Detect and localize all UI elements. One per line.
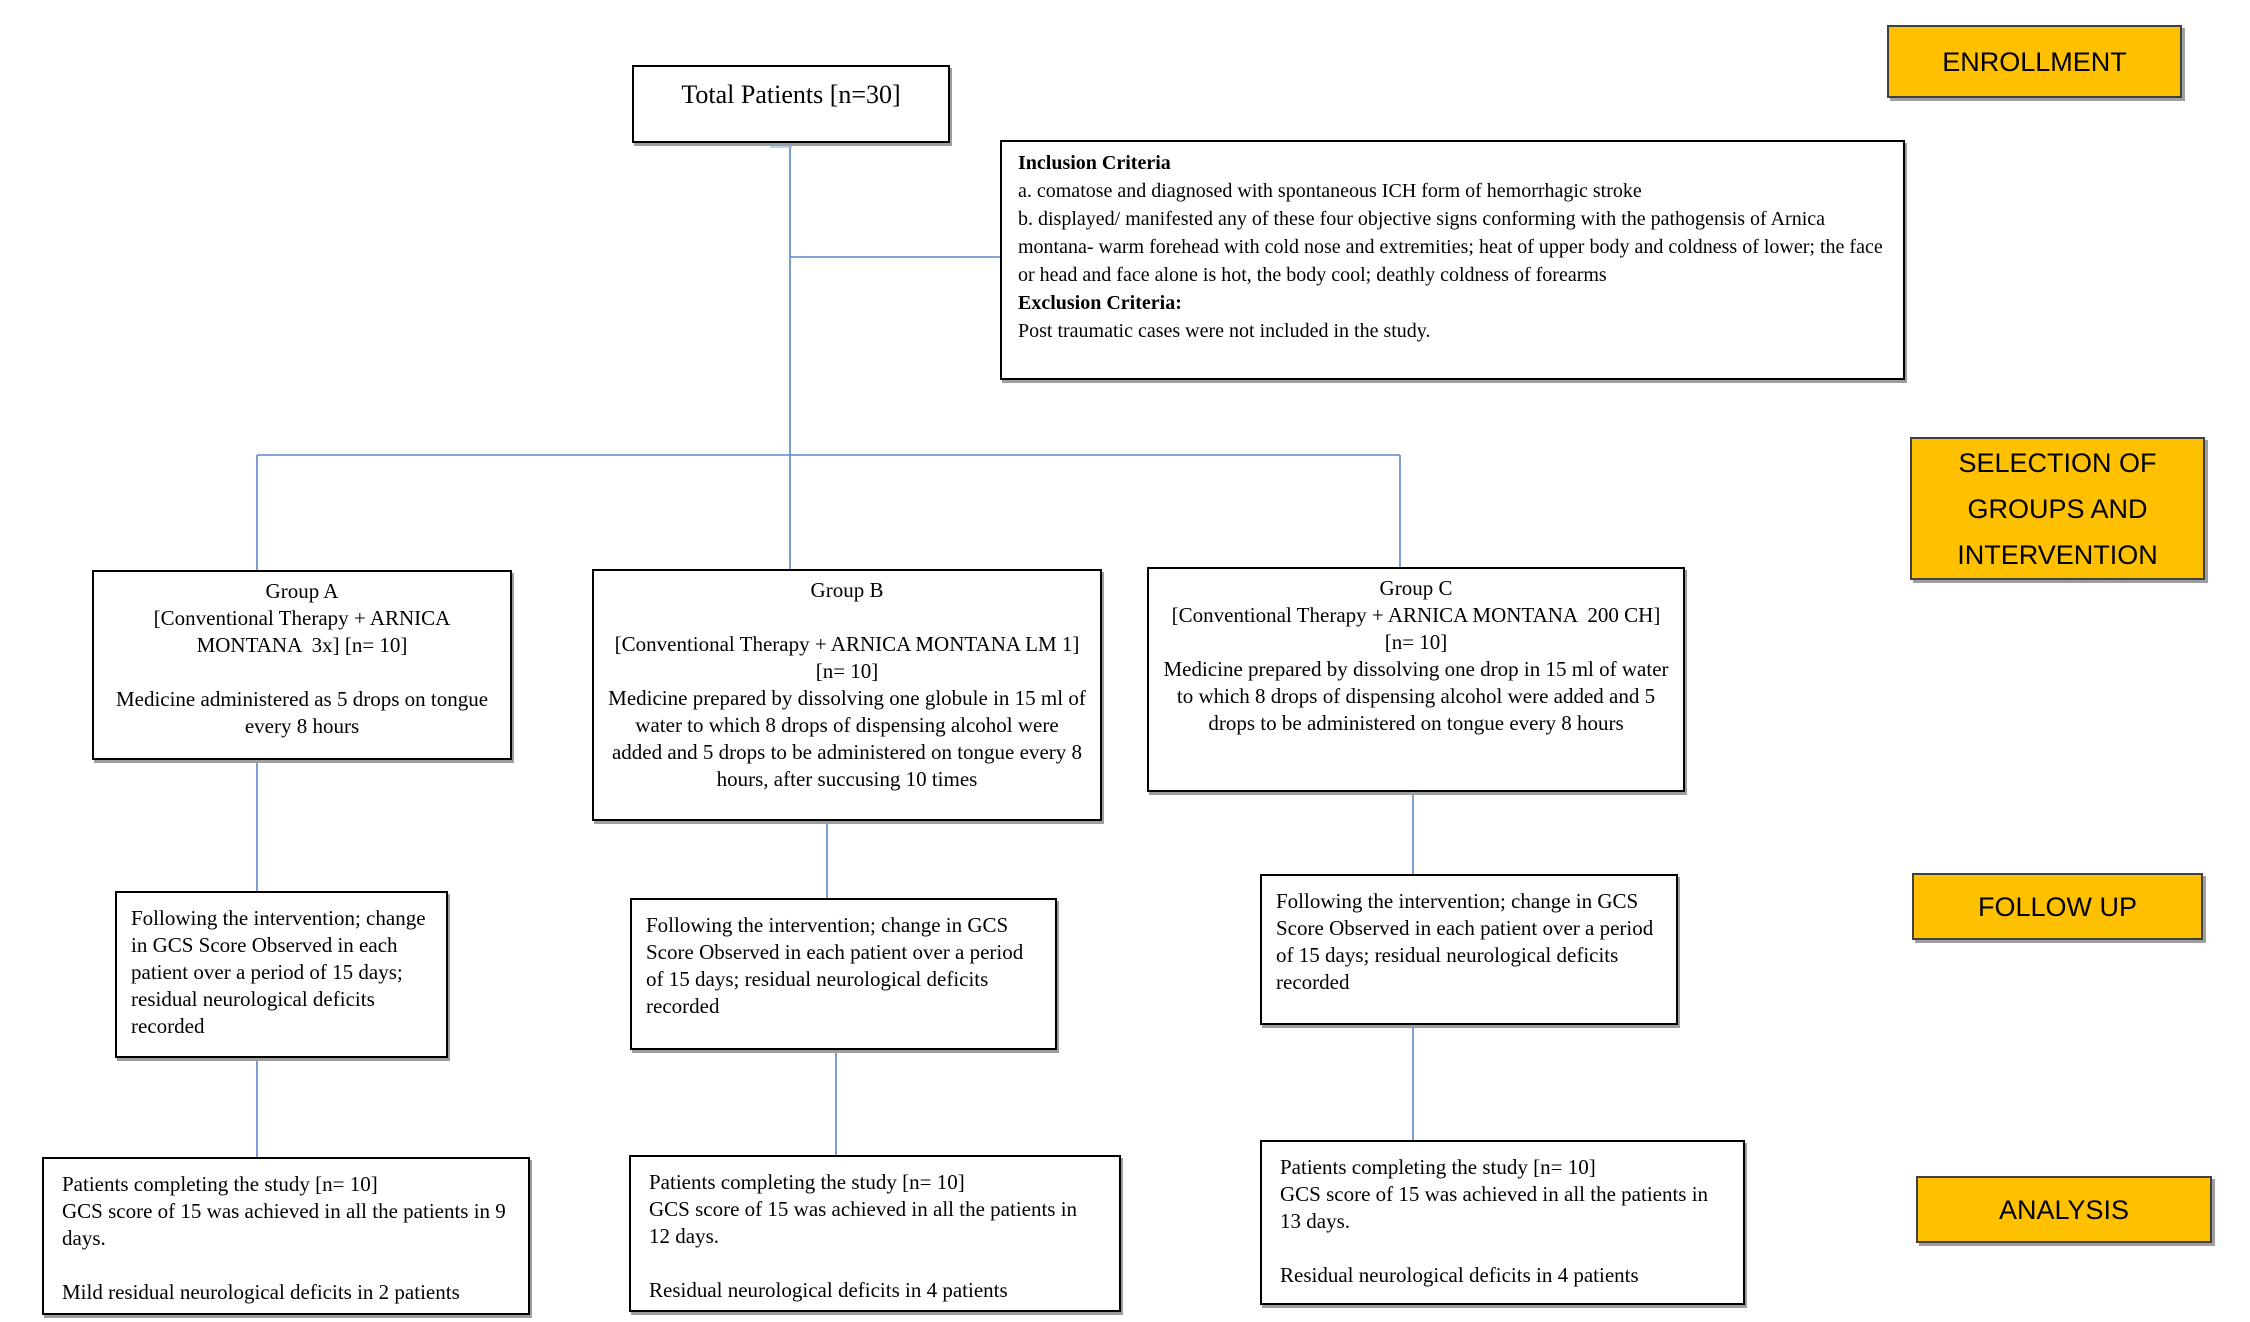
group-a-title: Group A xyxy=(265,579,339,603)
group-a-spacer xyxy=(108,659,496,686)
exclusion-heading: Exclusion Criteria: xyxy=(1018,289,1887,317)
analysis-a-achieved: GCS score of 15 was achieved in all the … xyxy=(62,1199,506,1250)
exclusion-heading-text: Exclusion Criteria: xyxy=(1018,292,1182,314)
stage-label-followup: FOLLOW UP xyxy=(1912,873,2203,940)
analysis-c-spacer xyxy=(1280,1235,1725,1262)
analysis-a-completing: Patients completing the study [n= 10] xyxy=(62,1172,378,1196)
analysis-b-spacer xyxy=(649,1250,1101,1277)
analysis-b-completing: Patients completing the study [n= 10] xyxy=(649,1170,965,1194)
inclusion-item-a: a. comatose and diagnosed with spontaneo… xyxy=(1018,180,1642,202)
analysis-b-residual: Residual neurological deficits in 4 pati… xyxy=(649,1278,1008,1302)
group-c-arm: [Conventional Therapy + ARNICA MONTANA 2… xyxy=(1171,603,1666,654)
followup-a-box: Following the intervention; change in GC… xyxy=(115,891,448,1058)
stage-label-selection: SELECTION OF GROUPS AND INTERVENTION xyxy=(1910,437,2205,580)
inclusion-heading-text: Inclusion Criteria xyxy=(1018,152,1171,174)
group-b-title: Group B xyxy=(810,578,884,602)
followup-b-box: Following the intervention; change in GC… xyxy=(630,898,1057,1050)
group-c-description: Medicine prepared by dissolving one drop… xyxy=(1163,657,1669,735)
stage-label-followup-text: FOLLOW UP xyxy=(1977,891,2138,922)
analysis-c-residual: Residual neurological deficits in 4 pati… xyxy=(1280,1263,1639,1287)
total-patients-box: Total Patients [n=30] xyxy=(632,65,950,143)
followup-c-text: Following the intervention; change in GC… xyxy=(1276,889,1654,994)
analysis-a-residual: Mild residual neurological deficits in 2… xyxy=(62,1280,460,1304)
group-b-box: Group B [Conventional Therapy + ARNICA M… xyxy=(592,569,1102,821)
followup-c-box: Following the intervention; change in GC… xyxy=(1260,874,1678,1025)
group-b-description: Medicine prepared by dissolving one glob… xyxy=(608,686,1086,791)
group-a-arm: [Conventional Therapy + ARNICA MONTANA 3… xyxy=(153,606,456,657)
analysis-a-spacer xyxy=(62,1252,510,1279)
criteria-box: Inclusion Criteria a. comatose and diagn… xyxy=(1000,140,1905,380)
group-c-box: Group C [Conventional Therapy + ARNICA M… xyxy=(1147,567,1685,792)
inclusion-heading: Inclusion Criteria xyxy=(1018,149,1887,177)
inclusion-item-b: b. displayed/ manifested any of these fo… xyxy=(1018,208,1883,286)
analysis-b-achieved: GCS score of 15 was achieved in all the … xyxy=(649,1197,1078,1248)
stage-label-enrollment: ENROLLMENT xyxy=(1887,25,2182,98)
total-patients-text: Total Patients [n=30] xyxy=(681,80,901,109)
group-c-title: Group C xyxy=(1379,576,1453,600)
group-a-description: Medicine administered as 5 drops on tong… xyxy=(115,687,489,738)
group-b-arm: [Conventional Therapy + ARNICA MONTANA L… xyxy=(614,632,1090,683)
followup-a-text: Following the intervention; change in GC… xyxy=(131,906,426,1038)
stage-label-enrollment-text: ENROLLMENT xyxy=(1942,46,2127,77)
stage-label-selection-text: SELECTION OF GROUPS AND INTERVENTION xyxy=(1957,447,2158,570)
group-a-box: Group A [Conventional Therapy + ARNICA M… xyxy=(92,570,512,760)
exclusion-text: Post traumatic cases were not included i… xyxy=(1018,320,1431,342)
analysis-c-box: Patients completing the study [n= 10] GC… xyxy=(1260,1140,1745,1305)
followup-b-text: Following the intervention; change in GC… xyxy=(646,913,1024,1018)
analysis-b-box: Patients completing the study [n= 10] GC… xyxy=(629,1155,1121,1312)
group-b-spacer xyxy=(608,604,1086,631)
stage-label-analysis-text: ANALYSIS xyxy=(1998,1194,2130,1225)
analysis-a-box: Patients completing the study [n= 10] GC… xyxy=(42,1157,530,1315)
stage-label-analysis: ANALYSIS xyxy=(1916,1176,2212,1243)
analysis-c-completing: Patients completing the study [n= 10] xyxy=(1280,1155,1596,1179)
analysis-c-achieved: GCS score of 15 was achieved in all the … xyxy=(1280,1182,1709,1233)
